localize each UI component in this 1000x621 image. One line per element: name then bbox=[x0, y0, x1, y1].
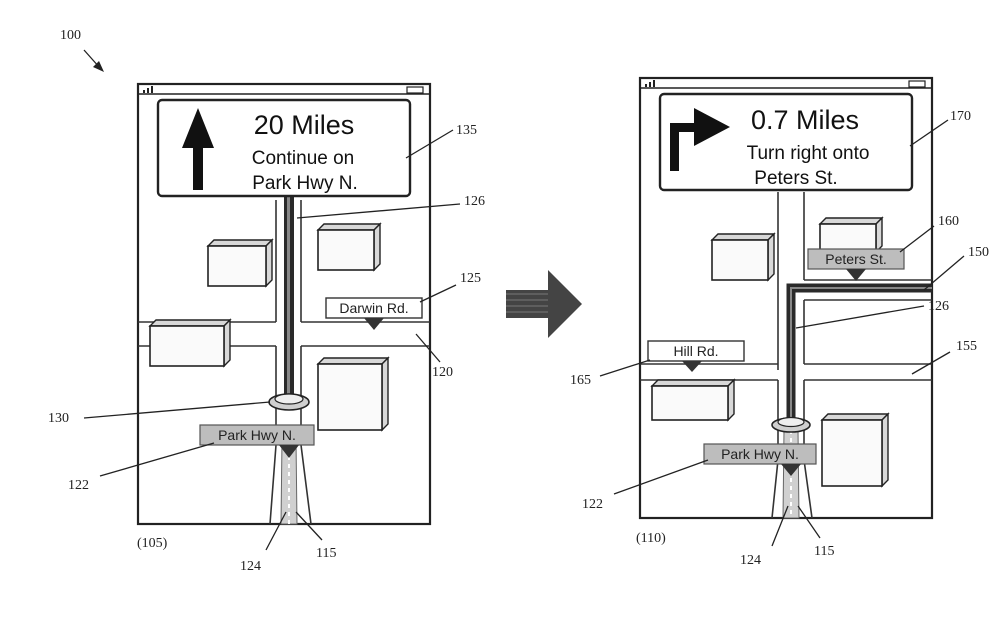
svg-text:124: 124 bbox=[740, 553, 761, 568]
svg-text:150: 150 bbox=[968, 245, 989, 260]
left-building bbox=[148, 318, 232, 368]
svg-text:122: 122 bbox=[68, 478, 89, 493]
svg-text:115: 115 bbox=[814, 544, 834, 559]
svg-text:125: 125 bbox=[460, 271, 481, 286]
svg-text:124: 124 bbox=[240, 559, 261, 574]
left-screen-caption: (105) bbox=[137, 536, 168, 551]
right-building bbox=[818, 216, 884, 254]
figure-ref-arrow bbox=[83, 49, 104, 72]
left-current-street-label: Park Hwy N. bbox=[199, 424, 315, 458]
right-current-street-label: Park Hwy N. bbox=[703, 443, 817, 476]
svg-text:135: 135 bbox=[456, 123, 477, 138]
left-cross-street-label: Darwin Rd. bbox=[325, 297, 423, 330]
svg-text:130: 130 bbox=[48, 411, 69, 426]
left-reference-labels: 135 126 125 120 130 122 124 115 bbox=[48, 123, 485, 574]
svg-text:Darwin Rd.: Darwin Rd. bbox=[339, 300, 408, 316]
right-turn-street-label: Peters St. bbox=[807, 248, 905, 281]
left-navigation-sign: 20 Miles Continue on Park Hwy N. bbox=[156, 98, 412, 198]
figure-ref-label: 100 bbox=[60, 28, 81, 43]
right-reference-labels: 170 160 150 126 155 165 122 124 115 bbox=[570, 109, 989, 568]
right-cross-street-label: Hill Rd. bbox=[647, 340, 745, 372]
battery-icon bbox=[406, 86, 424, 94]
svg-text:165: 165 bbox=[570, 373, 591, 388]
right-sign-line1: Turn right onto bbox=[747, 143, 870, 164]
svg-text:155: 155 bbox=[956, 339, 977, 354]
signal-icon bbox=[143, 86, 153, 93]
right-navigation-sign: 0.7 Miles Turn right onto Peters St. bbox=[658, 92, 914, 192]
left-building bbox=[316, 356, 390, 432]
svg-text:Park Hwy N.: Park Hwy N. bbox=[721, 446, 799, 462]
left-building bbox=[206, 238, 274, 288]
svg-text:120: 120 bbox=[432, 365, 453, 380]
right-building bbox=[820, 412, 890, 488]
right-screen-caption: (110) bbox=[636, 531, 666, 546]
right-position-marker bbox=[771, 416, 811, 433]
svg-text:115: 115 bbox=[316, 546, 336, 561]
right-sign-line2: Peters St. bbox=[754, 168, 837, 189]
left-sign-line2: Park Hwy N. bbox=[252, 173, 358, 194]
right-sign-distance: 0.7 Miles bbox=[751, 105, 859, 135]
battery-icon bbox=[908, 80, 926, 88]
svg-text:Peters St.: Peters St. bbox=[825, 251, 886, 267]
turn-right-arrow-icon bbox=[670, 108, 730, 171]
svg-text:Hill Rd.: Hill Rd. bbox=[673, 343, 718, 359]
svg-text:Park Hwy N.: Park Hwy N. bbox=[218, 427, 296, 443]
left-device-screen: Park Hwy N. Darwin Rd. 20 Miles Continue… bbox=[136, 82, 432, 551]
right-building bbox=[710, 232, 776, 282]
right-building bbox=[650, 378, 736, 422]
left-sign-distance: 20 Miles bbox=[254, 110, 355, 140]
right-device-screen: Park Hwy N. Peters St. Hill Rd. 0.7 Mile… bbox=[636, 76, 934, 546]
right-arrow-icon bbox=[506, 270, 582, 338]
left-position-marker bbox=[268, 393, 310, 411]
svg-text:126: 126 bbox=[464, 194, 485, 209]
left-building bbox=[316, 222, 382, 272]
svg-text:160: 160 bbox=[938, 214, 959, 229]
svg-text:170: 170 bbox=[950, 109, 971, 124]
arrow-up-icon bbox=[182, 108, 214, 190]
svg-text:126: 126 bbox=[928, 299, 949, 314]
left-sign-line1: Continue on bbox=[252, 148, 354, 169]
signal-icon bbox=[645, 80, 655, 87]
svg-text:122: 122 bbox=[582, 497, 603, 512]
